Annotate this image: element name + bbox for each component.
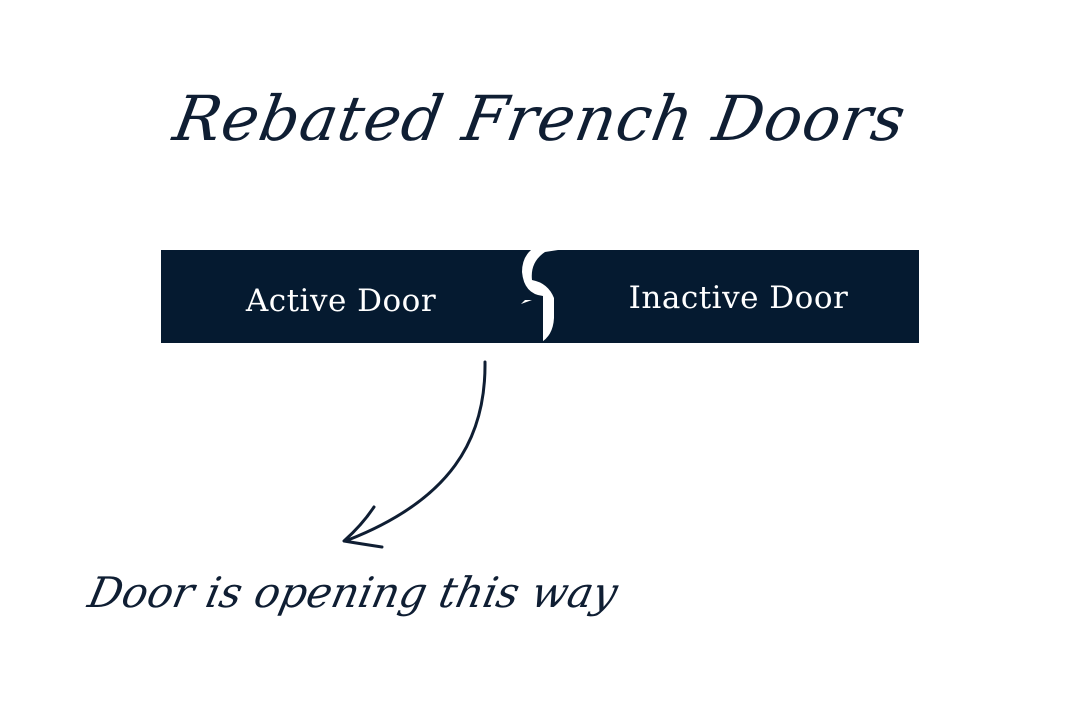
- opening-direction-caption: Door is opening this way: [84, 568, 623, 617]
- active-door-label: Active Door: [245, 282, 437, 319]
- rebate-profile-inactive: [531, 250, 558, 343]
- arrow-shaft: [346, 360, 487, 542]
- arrow-head: [342, 505, 384, 549]
- active-door: Active Door: [161, 250, 521, 343]
- inactive-door-label: Inactive Door: [628, 279, 849, 316]
- rebate-profile: [521, 250, 543, 304]
- inactive-door: Inactive Door: [558, 250, 919, 343]
